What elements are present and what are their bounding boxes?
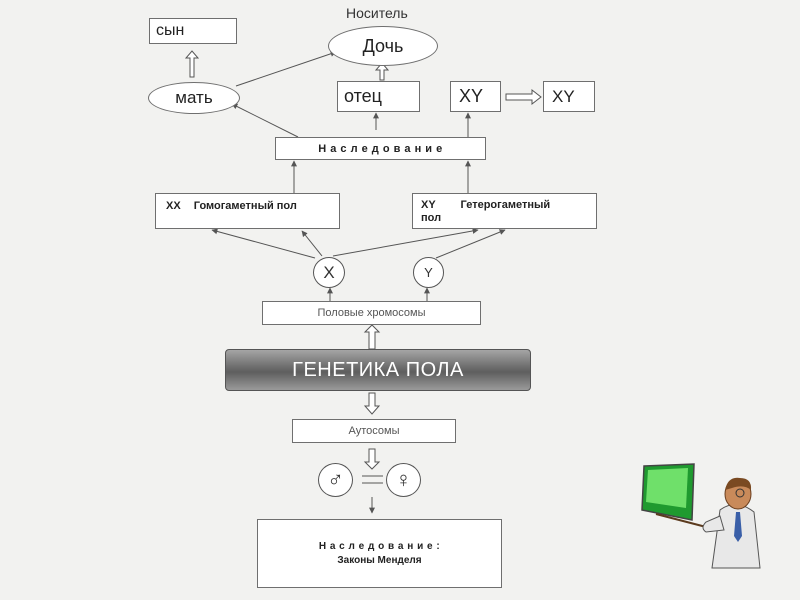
hollow-arrow-down-to-symbols: [363, 448, 381, 470]
sex-chromosomes-box: Половые хромосомы: [262, 301, 481, 325]
heterogametic-label: Гетерогаметный: [460, 199, 551, 211]
arrow-inheritance-to-mother: [231, 103, 299, 138]
main-title-banner: ГЕНЕТИКА ПОЛА: [225, 349, 531, 391]
autosomes-box: Аутосомы: [292, 419, 456, 443]
daughter-ellipse: Дочь: [328, 26, 438, 66]
homogametic-box: XX Гомогаметный пол: [155, 193, 340, 229]
arrow-y-to-heterogametic: [435, 229, 506, 259]
homogametic-code: XX: [166, 200, 181, 212]
x-chromosome-label: X: [323, 262, 335, 282]
arrow-mother-to-daughter: [235, 50, 337, 87]
hollow-arrow-father-to-daughter: [374, 62, 390, 81]
x-chromosome-circle: X: [313, 257, 345, 288]
arrow-x-to-homogametic-left: [211, 228, 316, 259]
mendel-box: Н а с л е д о в а н и е : Законы Менделя: [257, 519, 502, 588]
heterogametic-label-line2: пол: [421, 212, 442, 224]
y-chromosome-label: Y: [424, 265, 433, 280]
female-symbol-circle: ♀: [386, 463, 421, 497]
daughter-label: Дочь: [362, 35, 404, 56]
teacher-hair: [725, 477, 752, 490]
arrow-x-to-homogametic: [301, 230, 323, 257]
male-symbol: ♂: [327, 467, 344, 492]
inheritance-label: Н а с л е д о в а н и е: [318, 142, 443, 155]
teacher-arm: [702, 515, 725, 533]
hollow-arrow-down-to-autosomes: [363, 392, 381, 415]
mendel-line2: Законы Менделя: [337, 554, 422, 566]
mendel-line1: Н а с л е д о в а н и е :: [318, 540, 441, 552]
xy-box-right: XY: [543, 81, 595, 112]
hollow-arrow-up-to-sex-chrom: [363, 324, 381, 350]
homogametic-label: Гомогаметный пол: [193, 200, 297, 212]
father-label: отец: [344, 86, 382, 106]
female-symbol: ♀: [395, 467, 412, 492]
y-chromosome-circle: Y: [413, 257, 444, 288]
carrier-label: Носитель: [346, 5, 408, 21]
autosomes-label: Аутосомы: [348, 425, 400, 437]
male-symbol-circle: ♂: [318, 463, 353, 497]
father-box: отец: [337, 81, 420, 112]
hollow-arrow-mother-to-son: [184, 50, 200, 78]
pointer-stick: [655, 513, 711, 529]
hollow-arrow-xy-to-xy: [505, 88, 542, 106]
xy-left-label: XY: [459, 86, 484, 106]
teacher-glasses: [735, 488, 745, 498]
son-label: сын: [156, 22, 185, 39]
mother-ellipse: мать: [148, 82, 240, 114]
son-box: сын: [149, 18, 237, 44]
green-board-highlight: [646, 468, 688, 508]
main-title: ГЕНЕТИКА ПОЛА: [292, 358, 464, 381]
mother-label: мать: [175, 88, 213, 107]
teacher-illustration: [641, 463, 761, 569]
sex-chromosomes-label: Половые хромосомы: [317, 307, 426, 319]
arrow-x-to-heterogametic: [332, 228, 479, 257]
inheritance-box: Н а с л е д о в а н и е: [275, 137, 486, 160]
xy-right-label: XY: [552, 87, 575, 106]
xy-box-left: XY: [450, 81, 501, 112]
heterogametic-box: XY Гетерогаметный пол: [412, 193, 597, 229]
heterogametic-code: XY: [421, 199, 436, 211]
teacher-tie: [734, 512, 742, 542]
